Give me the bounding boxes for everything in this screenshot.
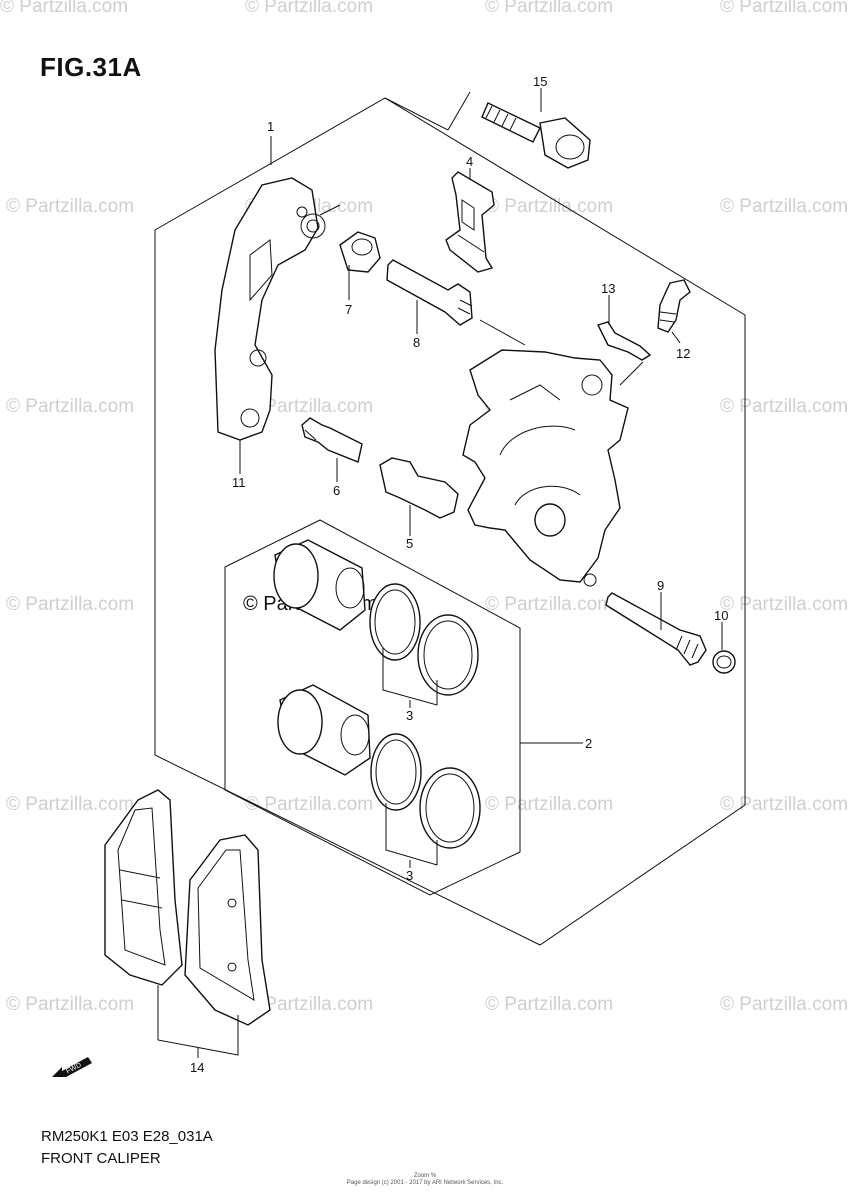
boundary-line (447, 91, 471, 131)
callout-1: 1 (267, 119, 274, 134)
watermark: © Partzilla.com (245, 0, 373, 17)
upper-piston (273, 539, 366, 631)
watermark: © Partzilla.com (720, 196, 848, 217)
bleeder-valve (657, 279, 691, 333)
upper-seal-1 (369, 583, 421, 661)
callout-14: 14 (190, 1060, 204, 1075)
watermark: © Partzilla.com (485, 196, 613, 217)
fwd-arrow-icon: FWD (52, 1057, 92, 1077)
watermark: © Partzilla.com (245, 794, 373, 815)
page-footer: Zoom % Page design (c) 2001 - 2017 by AR… (300, 1173, 550, 1187)
mounting-bolt (481, 102, 591, 169)
callout-3: 3 (406, 708, 413, 723)
callout-3: 3 (406, 868, 413, 883)
callout-11: 11 (232, 475, 246, 490)
pin-bolt (605, 592, 707, 666)
callout-2: 2 (585, 736, 592, 751)
callout-6: 6 (333, 483, 340, 498)
callout-4: 4 (466, 154, 473, 169)
callout-8: 8 (413, 335, 420, 350)
plug-cap (712, 650, 736, 674)
callout-12: 12 (676, 346, 690, 361)
watermark: © Partzilla.com (720, 794, 848, 815)
boot (339, 231, 381, 273)
assembly-boundary (154, 97, 746, 946)
callout-10: 10 (714, 608, 728, 623)
watermark: © Partzilla.com (6, 794, 134, 815)
watermark: © Partzilla.com (245, 396, 373, 417)
watermark: © Partzilla.com (6, 196, 134, 217)
watermark: © Partzilla.com (245, 994, 373, 1015)
watermark: © Partzilla.com (720, 994, 848, 1015)
callout-15: 15 (533, 74, 547, 89)
caliper-bracket (214, 177, 326, 441)
callout-9: 9 (657, 578, 664, 593)
callout-13: 13 (601, 281, 615, 296)
callout-7: 7 (345, 302, 352, 317)
figure-id: FIG.31A (40, 52, 142, 82)
pad-spring (445, 171, 495, 273)
lower-piston (277, 684, 371, 776)
watermark: © Partzilla.com (485, 594, 613, 615)
watermark: © Partzilla.com (485, 0, 613, 17)
footer-zoom: Zoom % (413, 1173, 437, 1179)
watermark: © Partzilla.com (6, 994, 134, 1015)
leader-lines (157, 88, 723, 1058)
diagram-code: RM250K1 E03 E28_031A (41, 1128, 213, 1145)
watermark: © Partzilla.com (0, 0, 128, 17)
seal-kit-boundary (224, 519, 521, 896)
callouts: 1 2 3 3 4 5 6 7 8 9 10 11 12 13 14 15 (190, 74, 728, 1075)
watermark: © Partzilla.com (720, 396, 848, 417)
watermark: © Partzilla.com (720, 0, 848, 17)
brake-pad-inner (184, 834, 271, 1026)
watermark: © Partzilla.com (6, 396, 134, 417)
lower-seal-2 (419, 767, 481, 849)
caliper-slide-pin (379, 457, 459, 519)
watermark: © Partzilla.com (720, 594, 848, 615)
caliper-body (462, 349, 629, 587)
footer-copyright: Page design (c) 2001 - 2017 by ARI Netwo… (346, 1180, 504, 1186)
lower-seal-1 (370, 733, 422, 811)
brake-pad-outer (104, 789, 183, 986)
slide-pin (386, 259, 473, 326)
upper-seal-2 (417, 614, 479, 696)
fwd-label: FWD (65, 1062, 82, 1076)
pad-pin-clip (597, 321, 652, 361)
callout-5: 5 (406, 536, 413, 551)
watermark: © Partzilla.com (485, 794, 613, 815)
diagram-caption: FRONT CALIPER (41, 1150, 161, 1167)
watermark: © Partzilla.com (6, 594, 134, 615)
caliper-bolt (301, 417, 363, 463)
watermark: © Partzilla.com (485, 994, 613, 1015)
